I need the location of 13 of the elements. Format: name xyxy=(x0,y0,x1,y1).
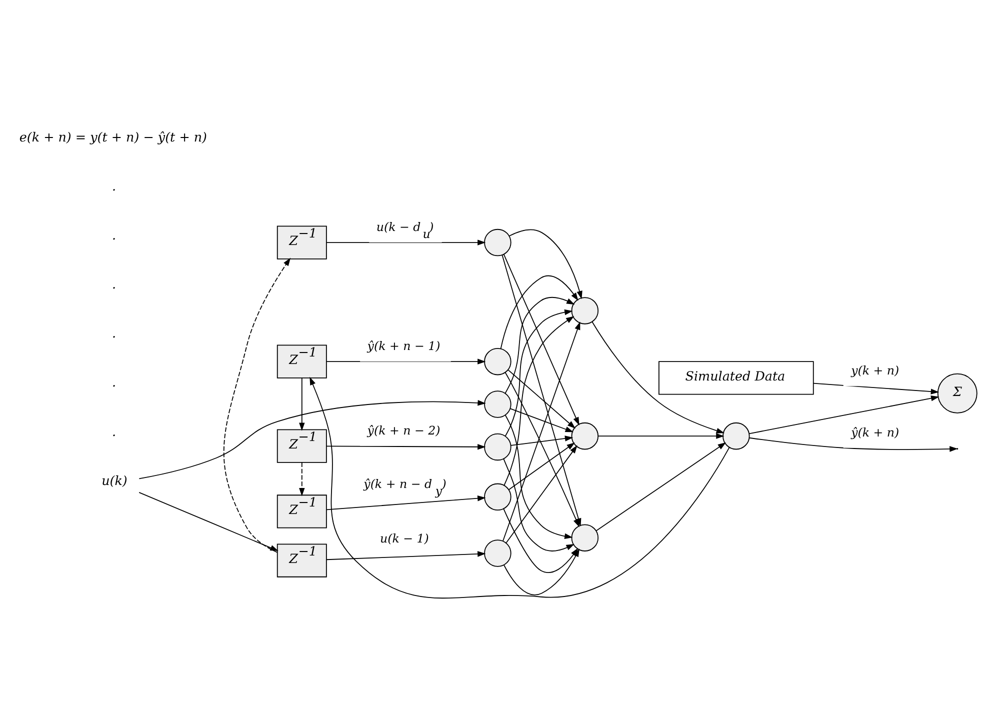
label: . xyxy=(112,276,116,292)
edge-label: u(k − 1) xyxy=(380,531,429,546)
edge-label: ŷ(k + n) xyxy=(851,424,900,439)
label: . xyxy=(112,178,116,193)
edge-label: ŷ(k + n − 2) xyxy=(367,423,440,438)
label: . xyxy=(112,374,116,390)
label: . xyxy=(112,423,116,438)
label: . xyxy=(112,325,116,340)
edge-label: y(k + n) xyxy=(851,363,900,378)
node-text: u(k) xyxy=(102,472,128,488)
label: . xyxy=(112,227,116,242)
edge-label: ŷ(k + n − 1) xyxy=(367,338,440,353)
label: e(k + n) = y(t + n) − ŷ(t + n) xyxy=(19,128,208,144)
